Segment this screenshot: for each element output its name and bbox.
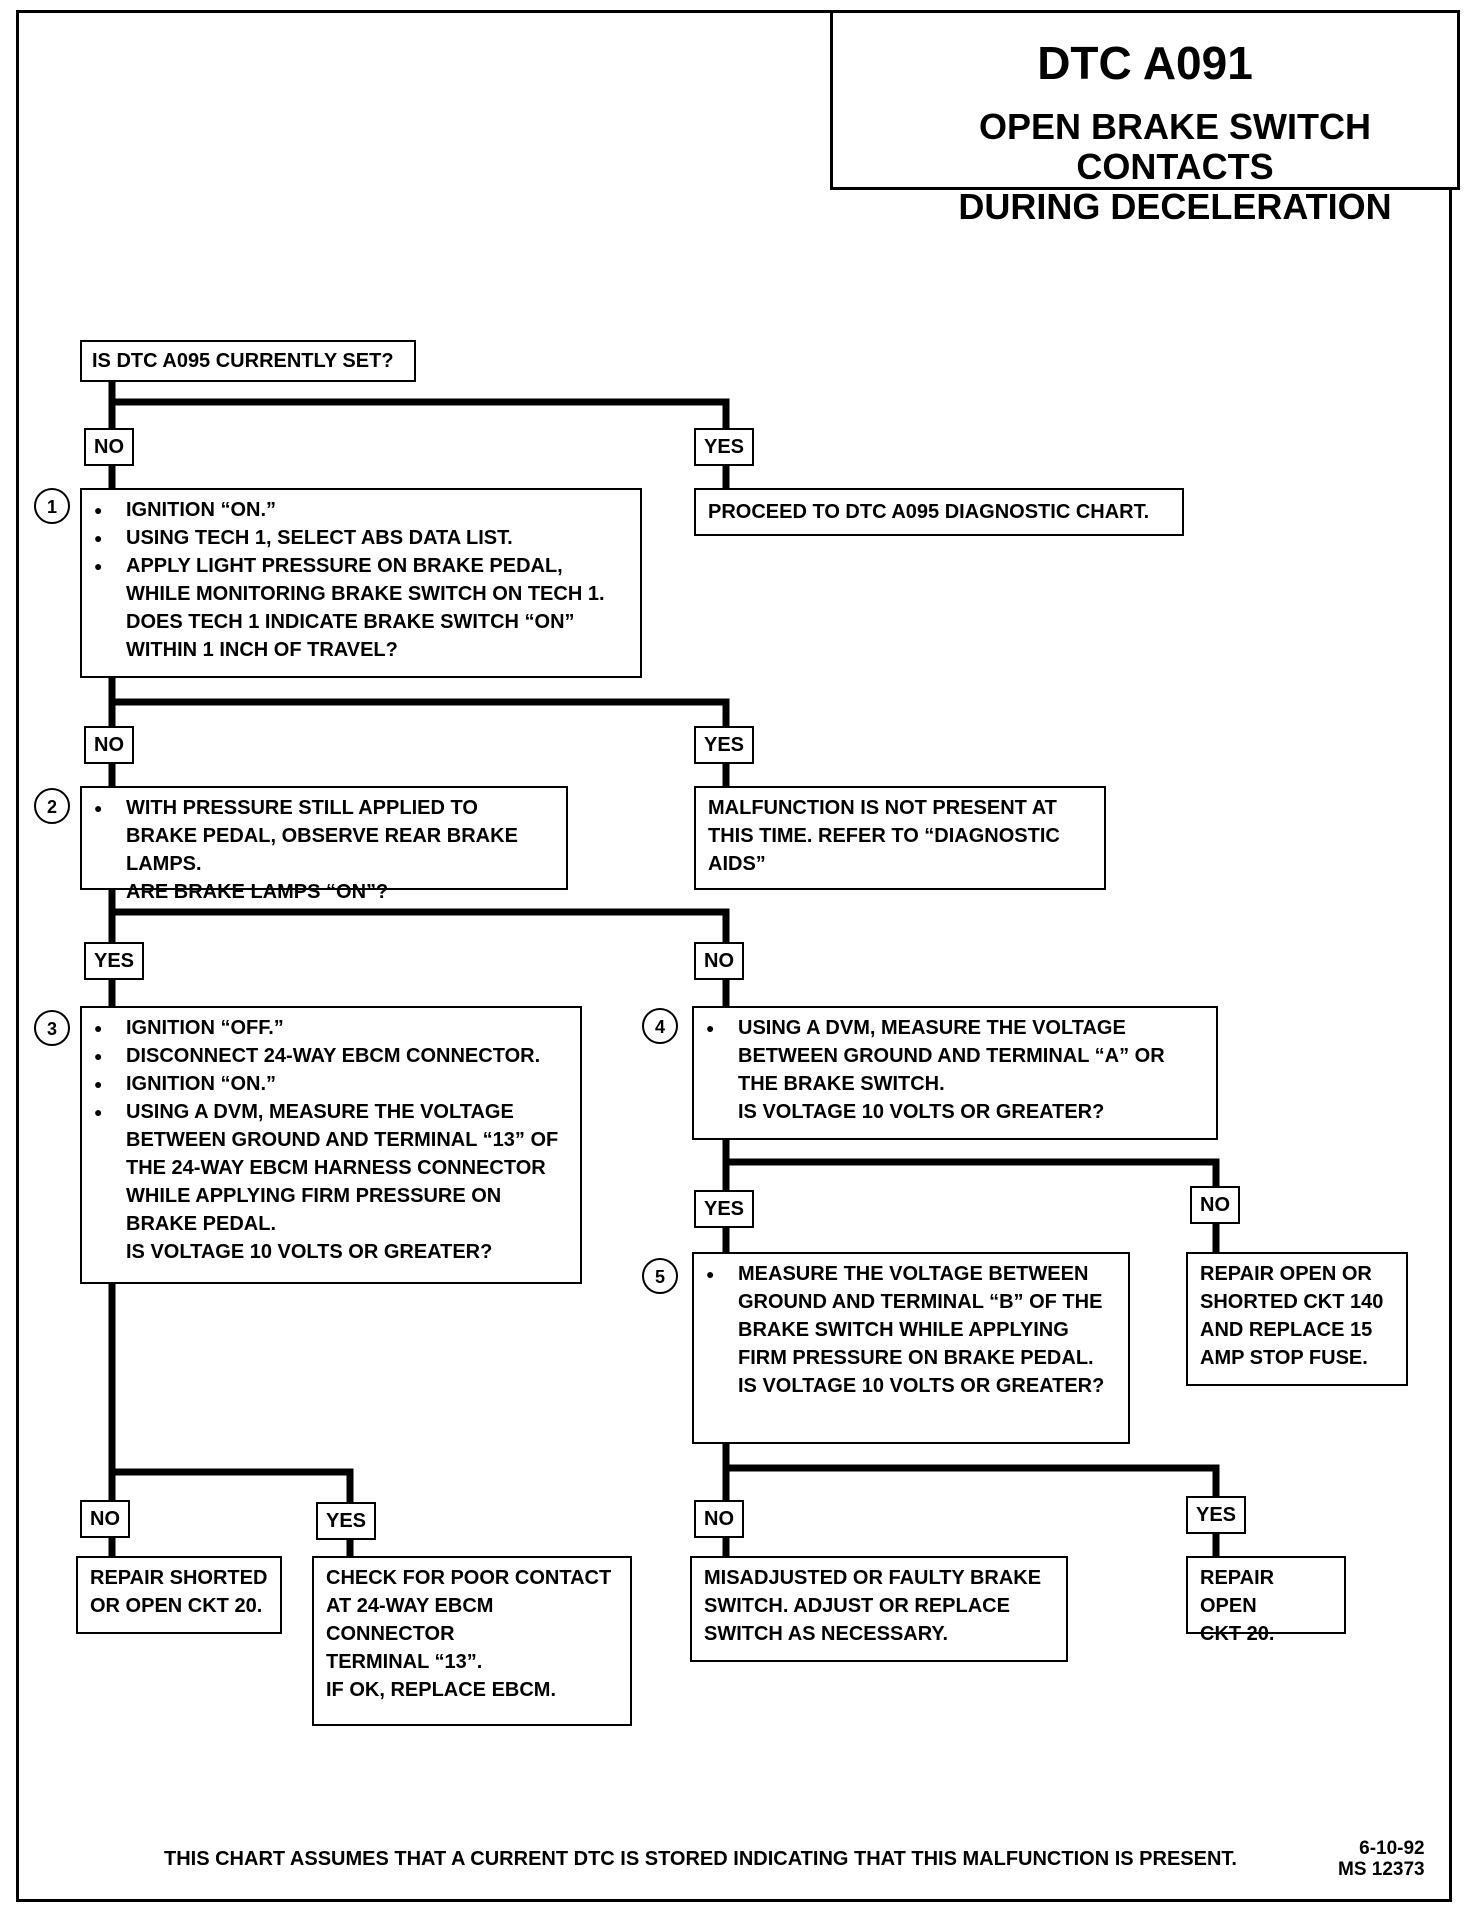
step-3-bullet: USING A DVM, MEASURE THE VOLTAGE BETWEEN… [94,1098,568,1238]
step-1-box: IGNITION “ON.” USING TECH 1, SELECT ABS … [80,488,642,678]
no-label-step3: NO [80,1500,130,1538]
step-2-bullets: WITH PRESSURE STILL APPLIED TO BRAKE PED… [94,794,554,878]
step-4-bullets: USING A DVM, MEASURE THE VOLTAGE BETWEEN… [706,1014,1204,1098]
step-5-box: MEASURE THE VOLTAGE BETWEEN GROUND AND T… [692,1252,1130,1444]
step-1-question: DOES TECH 1 INDICATE BRAKE SWITCH “ON” W… [126,611,575,661]
document-ref: MS 12373 [1338,1859,1425,1880]
revision-date: 6-10-92 [1359,1838,1425,1859]
step-5-bullets: MEASURE THE VOLTAGE BETWEEN GROUND AND T… [706,1260,1116,1372]
step-1-number: 1 [34,488,70,524]
yes-label-step1: YES [694,726,755,764]
step-1-bullets: IGNITION “ON.” USING TECH 1, SELECT ABS … [94,496,628,608]
step-5-question: IS VOLTAGE 10 VOLTS OR GREATER? [738,1375,1105,1397]
no-label-step4: NO [1190,1186,1240,1224]
step-3-number: 3 [34,1010,70,1046]
step-3-box: IGNITION “OFF.” DISCONNECT 24-WAY EBCM C… [80,1006,582,1284]
result-proceed-a095: PROCEED TO DTC A095 DIAGNOSTIC CHART. [694,488,1184,536]
step-3-bullet: DISCONNECT 24-WAY EBCM CONNECTOR. [94,1042,568,1070]
step-1-bullet: APPLY LIGHT PRESSURE ON BRAKE PEDAL, WHI… [94,552,628,608]
no-label-start: NO [84,428,134,466]
step-5-number: 5 [642,1258,678,1294]
result-check-contact: CHECK FOR POOR CONTACT AT 24-WAY EBCM CO… [312,1556,632,1726]
step-2-bullet: WITH PRESSURE STILL APPLIED TO BRAKE PED… [94,794,554,878]
start-question-box: IS DTC A095 CURRENTLY SET? [80,340,416,382]
step-4-box: USING A DVM, MEASURE THE VOLTAGE BETWEEN… [692,1006,1218,1140]
yes-label-step2: YES [84,942,145,980]
yes-label-step3: YES [316,1502,377,1540]
step-5-bullet: MEASURE THE VOLTAGE BETWEEN GROUND AND T… [706,1260,1116,1372]
step-2-box: WITH PRESSURE STILL APPLIED TO BRAKE PED… [80,786,568,903]
result-misadjusted-switch: MISADJUSTED OR FAULTY BRAKE SWITCH. ADJU… [690,1556,1068,1662]
yes-label-start: YES [694,428,755,466]
step-4-question: IS VOLTAGE 10 VOLTS OR GREATER? [738,1101,1105,1123]
result-not-present: MALFUNCTION IS NOT PRESENT AT THIS TIME.… [694,786,1106,890]
step-1-bullet: USING TECH 1, SELECT ABS DATA LIST. [94,524,628,552]
start-question: IS DTC A095 CURRENTLY SET? [92,350,394,372]
step-3-bullets: IGNITION “OFF.” DISCONNECT 24-WAY EBCM C… [94,1014,568,1238]
result-repair-open-ckt20: REPAIR OPEN CKT 20. [1186,1556,1346,1645]
result-proceed-a095-text: PROCEED TO DTC A095 DIAGNOSTIC CHART. [708,501,1150,523]
footnote: THIS CHART ASSUMES THAT A CURRENT DTC IS… [164,1848,1237,1870]
result-repair-ckt140: REPAIR OPEN OR SHORTED CKT 140 AND REPLA… [1186,1252,1408,1386]
step-3-question: IS VOLTAGE 10 VOLTS OR GREATER? [126,1241,493,1263]
no-label-step2: NO [694,942,744,980]
result-repair-shorted-ckt20: REPAIR SHORTED OR OPEN CKT 20. [76,1556,282,1634]
no-label-step5: NO [694,1500,744,1538]
step-4-bullet: USING A DVM, MEASURE THE VOLTAGE BETWEEN… [706,1014,1204,1098]
step-1-bullet: IGNITION “ON.” [94,496,628,524]
step-4-number: 4 [642,1008,678,1044]
dtc-code: DTC A091 [1037,37,1253,89]
yes-label-step5: YES [1186,1496,1247,1534]
dtc-title: OPEN BRAKE SWITCH CONTACTS DURING DECELE… [958,106,1392,227]
step-3-bullet: IGNITION “OFF.” [94,1014,568,1042]
step-2-question: ARE BRAKE LAMPS “ON”? [126,881,389,903]
step-3-bullet: IGNITION “ON.” [94,1070,568,1098]
yes-label-step4: YES [694,1190,755,1228]
no-label-step1: NO [84,726,134,764]
title-block: DTC A091 OPEN BRAKE SWITCH CONTACTS DURI… [830,10,1460,227]
step-2-number: 2 [34,788,70,824]
revision-block: 6-10-92 MS 12373 [1338,1838,1425,1880]
page-frame [16,10,1452,1902]
